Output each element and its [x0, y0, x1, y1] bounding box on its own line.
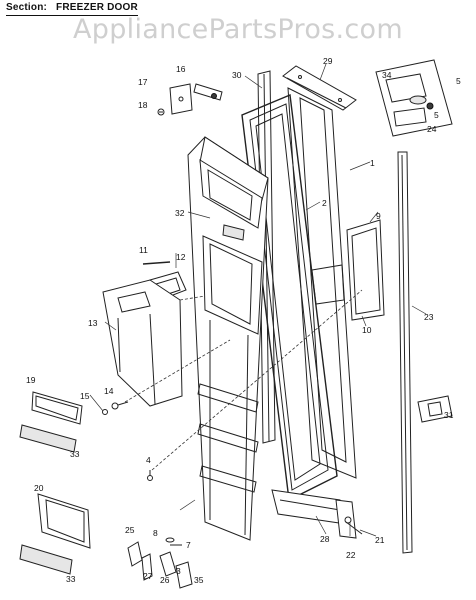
section-name: FREEZER DOOR — [56, 2, 138, 13]
inset-box-hinge-cover — [375, 59, 453, 137]
callout-5-upper: 5 — [456, 76, 461, 86]
label-plate — [311, 264, 345, 305]
callout-9: 9 — [376, 211, 381, 221]
callout-27: 27 — [143, 571, 153, 581]
part-32-label — [222, 224, 245, 241]
section-underline — [6, 15, 138, 16]
callout-14: 14 — [104, 386, 114, 396]
part-17-hinge-plate — [169, 83, 193, 115]
callout-7: 7 — [186, 540, 191, 550]
callout-4: 4 — [146, 455, 151, 465]
part-11-rod — [142, 261, 171, 265]
callout-21: 21 — [375, 535, 385, 545]
callout-26: 26 — [160, 575, 170, 585]
callout-5-lower: 5 — [434, 110, 439, 120]
callout-17: 17 — [138, 77, 148, 87]
part-21-22-hinge — [335, 499, 363, 539]
callout-2: 2 — [322, 198, 327, 208]
callout-15: 15 — [80, 391, 90, 401]
part-13-dispenser-housing — [102, 279, 183, 407]
part-25-lever — [127, 541, 143, 567]
section-label: Section: — [6, 2, 48, 13]
callout-13: 13 — [88, 318, 98, 328]
part-35-paddle — [175, 561, 193, 589]
callout-1: 1 — [370, 158, 375, 168]
callout-25: 25 — [125, 525, 135, 535]
leader-lines — [89, 63, 427, 537]
callout-28: 28 — [320, 534, 330, 544]
callout-10: 10 — [362, 325, 372, 335]
part-20-door-bin — [37, 493, 91, 549]
assembly-lines — [124, 289, 363, 471]
part-26-actuator — [159, 551, 177, 577]
callout-18: 18 — [138, 100, 148, 110]
callout-20: 20 — [34, 483, 44, 493]
callout-22: 22 — [346, 550, 356, 560]
callout-12: 12 — [176, 252, 186, 262]
callout-23: 23 — [424, 312, 434, 322]
part-27-arm — [141, 553, 153, 581]
part-33-bin-front-lower — [19, 544, 73, 575]
callout-16: 16 — [176, 64, 186, 74]
callout-32: 32 — [175, 208, 185, 218]
callout-31: 31 — [444, 410, 454, 420]
part-18-screw — [157, 108, 165, 116]
callout-33-upper: 33 — [70, 449, 80, 459]
callout-34: 34 — [382, 70, 392, 80]
part-31-bracket — [417, 395, 453, 423]
part-23-side-strip — [397, 151, 413, 554]
part-29-top-cap — [282, 65, 357, 111]
part-9-10-side-panel — [346, 219, 385, 321]
part-14-15-screws — [102, 401, 129, 415]
callout-30: 30 — [232, 70, 242, 80]
callout-labels: 30 29 1 2 3 4 5 5 7 8 9 10 11 12 13 14 1… — [26, 56, 461, 585]
part-8-spring — [165, 537, 175, 543]
part-2-gasket — [241, 93, 338, 502]
callout-35: 35 — [194, 575, 204, 585]
watermark: AppliancePartsPros.com — [73, 14, 403, 45]
callout-24: 24 — [427, 124, 437, 134]
callout-8: 8 — [153, 528, 158, 538]
callout-33-lower: 33 — [66, 574, 76, 584]
part-28-bottom-trim — [271, 489, 347, 525]
part-16-hinge-pin — [193, 83, 223, 101]
callout-3: 3 — [176, 566, 181, 576]
part-33-bin-front-upper — [19, 424, 77, 453]
callout-29: 29 — [323, 56, 333, 66]
callout-19: 19 — [26, 375, 36, 385]
part-1-outer-panel — [287, 87, 357, 479]
callout-11: 11 — [139, 245, 148, 255]
part-19-door-bin — [31, 391, 83, 425]
part-4-screw — [147, 470, 153, 481]
section-header: Section: FREEZER DOOR — [6, 2, 138, 16]
part-3-door-liner — [187, 136, 269, 541]
